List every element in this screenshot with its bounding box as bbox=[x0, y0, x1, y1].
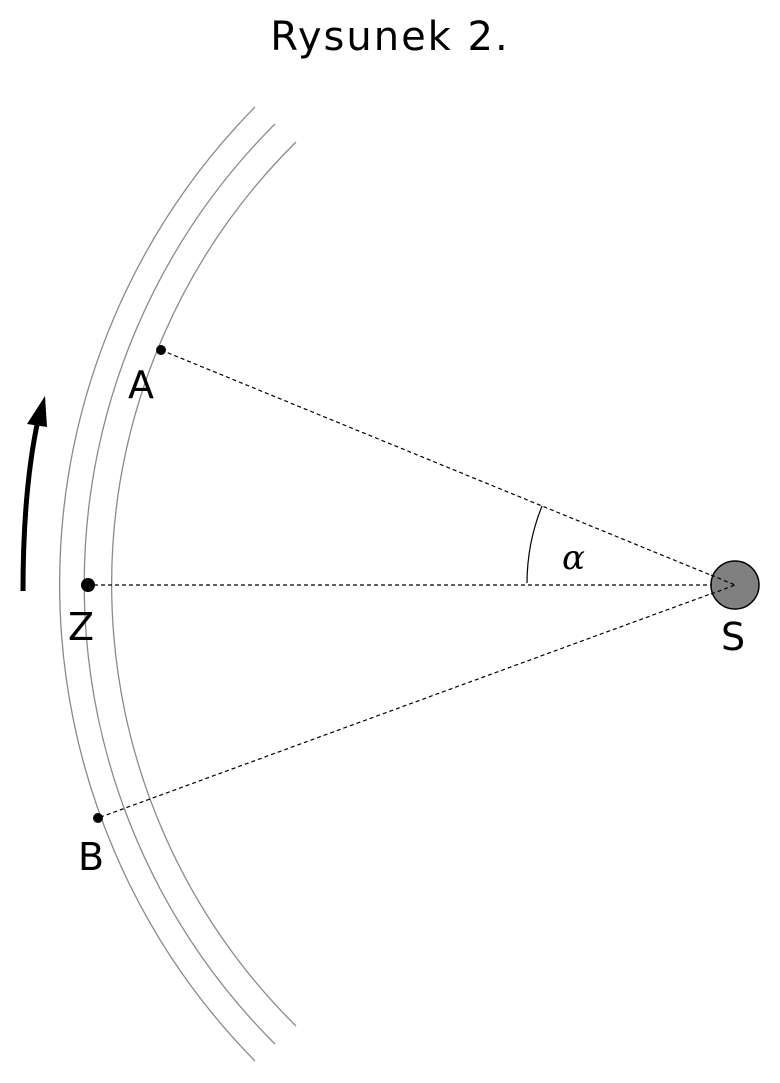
curved-arrow-up-icon bbox=[20, 396, 47, 592]
label-z: Z bbox=[68, 605, 94, 649]
line-s-to-b bbox=[97, 584, 736, 819]
star-s bbox=[710, 560, 760, 610]
line-s-to-a bbox=[160, 349, 736, 586]
label-s: S bbox=[721, 615, 745, 659]
line-s-to-a-overlay bbox=[710, 574, 736, 586]
figure-title: Rysunek 2. bbox=[270, 14, 510, 60]
label-b: B bbox=[78, 835, 104, 879]
point-z-dot bbox=[81, 578, 95, 592]
point-b-dot bbox=[93, 813, 103, 823]
label-a: A bbox=[128, 363, 154, 407]
angle-alpha-arc bbox=[526, 505, 543, 584]
line-s-to-b-overlay bbox=[710, 584, 736, 595]
orbit-middle-arc bbox=[83, 123, 276, 1045]
orbit-outer-arc bbox=[59, 106, 256, 1062]
point-a-dot bbox=[156, 345, 166, 355]
label-angle-alpha: α bbox=[562, 538, 585, 578]
orbit-inner-arc bbox=[110, 141, 297, 1027]
